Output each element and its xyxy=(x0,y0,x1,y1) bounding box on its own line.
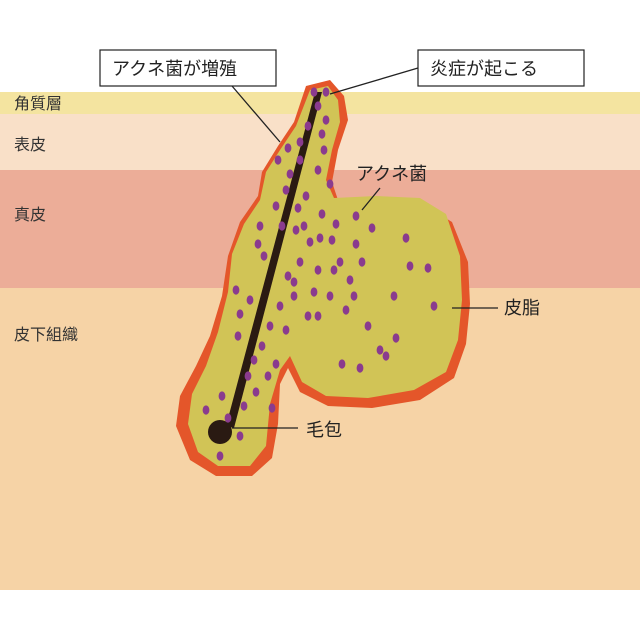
bacteria-dot-icon xyxy=(322,115,330,125)
bacteria-dot-icon xyxy=(282,185,290,195)
bacteria-dot-icon xyxy=(332,219,340,229)
label-epidermis: 表皮 xyxy=(14,135,46,154)
bacteria-dot-icon xyxy=(306,237,314,247)
bacteria-dot-icon xyxy=(368,223,376,233)
callout-box-proliferation xyxy=(99,49,277,87)
bacteria-dot-icon xyxy=(296,155,304,165)
bacteria-dot-icon xyxy=(342,305,350,315)
bacteria-dot-icon xyxy=(292,225,300,235)
bacteria-dot-icon xyxy=(284,271,292,281)
leader-proliferation xyxy=(231,85,281,143)
bacteria-dot-icon xyxy=(294,203,302,213)
bacteria-dot-icon xyxy=(382,351,390,361)
bacteria-dot-icon xyxy=(258,341,266,351)
bacteria-dot-icon xyxy=(256,221,264,231)
bacteria-dot-icon xyxy=(352,239,360,249)
bacteria-dot-icon xyxy=(296,257,304,267)
bacteria-dot-icon xyxy=(302,191,310,201)
bacteria-dot-icon xyxy=(244,371,252,381)
bacteria-dot-icon xyxy=(320,145,328,155)
bacteria-dot-icon xyxy=(236,309,244,319)
bacteria-dot-icon xyxy=(266,321,274,331)
bacteria-dot-icon xyxy=(358,257,366,267)
leader-inflammation xyxy=(329,67,419,95)
bacteria-dot-icon xyxy=(250,355,258,365)
bacteria-dot-icon xyxy=(350,291,358,301)
label-sebum: 皮脂 xyxy=(504,298,540,319)
hair-bulb-icon xyxy=(208,420,232,444)
label-dermis: 真皮 xyxy=(14,205,46,224)
bacteria-dot-icon xyxy=(314,311,322,321)
callout-box-inflammation xyxy=(417,49,585,87)
bacteria-dot-icon xyxy=(326,291,334,301)
bacteria-dot-icon xyxy=(218,391,226,401)
bacteria-dot-icon xyxy=(232,285,240,295)
bacteria-dot-icon xyxy=(392,333,400,343)
bacteria-dot-icon xyxy=(326,179,334,189)
bacteria-dot-icon xyxy=(272,201,280,211)
bacteria-dot-icon xyxy=(336,257,344,267)
bacteria-dot-icon xyxy=(364,321,372,331)
bacteria-dot-icon xyxy=(304,121,312,131)
bacteria-dot-icon xyxy=(264,371,272,381)
bacteria-dot-icon xyxy=(254,239,262,249)
bacteria-dot-icon xyxy=(356,363,364,373)
bacteria-dot-icon xyxy=(224,413,232,423)
bacteria-dot-icon xyxy=(390,291,398,301)
bacteria-dot-icon xyxy=(274,155,282,165)
bacteria-dot-icon xyxy=(318,209,326,219)
label-follicle: 毛包 xyxy=(306,420,342,441)
callout-inflammation: 炎症が起こる xyxy=(430,59,538,80)
acne-bacteria-cluster xyxy=(202,87,438,461)
bacteria-dot-icon xyxy=(406,261,414,271)
bacteria-dot-icon xyxy=(296,137,304,147)
bacteria-dot-icon xyxy=(314,101,322,111)
bacteria-dot-icon xyxy=(272,359,280,369)
bacteria-dot-icon xyxy=(300,221,308,231)
label-subcutaneous: 皮下組織 xyxy=(14,325,78,344)
bacteria-dot-icon xyxy=(314,165,322,175)
bacteria-dot-icon xyxy=(322,87,330,97)
bacteria-dot-icon xyxy=(316,233,324,243)
label-stratum-corneum: 角質層 xyxy=(14,94,62,113)
bacteria-dot-icon xyxy=(240,401,248,411)
callout-proliferation: アクネ菌が増殖 xyxy=(112,58,237,80)
bacteria-dot-icon xyxy=(246,295,254,305)
bacteria-dot-icon xyxy=(338,359,346,369)
bacteria-dot-icon xyxy=(346,275,354,285)
bacteria-dot-icon xyxy=(234,331,242,341)
bacteria-dot-icon xyxy=(304,311,312,321)
bacteria-dot-icon xyxy=(284,143,292,153)
bacteria-dot-icon xyxy=(278,221,286,231)
bacteria-dot-icon xyxy=(260,251,268,261)
bacteria-dot-icon xyxy=(276,301,284,311)
bacteria-dot-icon xyxy=(286,169,294,179)
bacteria-dot-icon xyxy=(318,129,326,139)
bacteria-dot-icon xyxy=(310,87,318,97)
bacteria-dot-icon xyxy=(236,431,244,441)
bacteria-dot-icon xyxy=(328,235,336,245)
bacteria-dot-icon xyxy=(314,265,322,275)
label-acne-bacteria: アクネ菌 xyxy=(356,164,427,185)
bacteria-dot-icon xyxy=(290,277,298,287)
bacteria-dot-icon xyxy=(424,263,432,273)
bacteria-dot-icon xyxy=(402,233,410,243)
bacteria-dot-icon xyxy=(290,291,298,301)
bacteria-dot-icon xyxy=(330,265,338,275)
bacteria-dot-icon xyxy=(430,301,438,311)
bacteria-dot-icon xyxy=(216,451,224,461)
sebum-filled-follicle xyxy=(188,86,462,466)
hair-shaft xyxy=(226,92,322,428)
bacteria-dot-icon xyxy=(352,211,360,221)
bacteria-dot-icon xyxy=(376,345,384,355)
bacteria-dot-icon xyxy=(252,387,260,397)
leader-acne-bacteria xyxy=(361,187,381,211)
bacteria-dot-icon xyxy=(310,287,318,297)
bacteria-dot-icon xyxy=(268,403,276,413)
bacteria-dot-icon xyxy=(282,325,290,335)
bacteria-dot-icon xyxy=(202,405,210,415)
